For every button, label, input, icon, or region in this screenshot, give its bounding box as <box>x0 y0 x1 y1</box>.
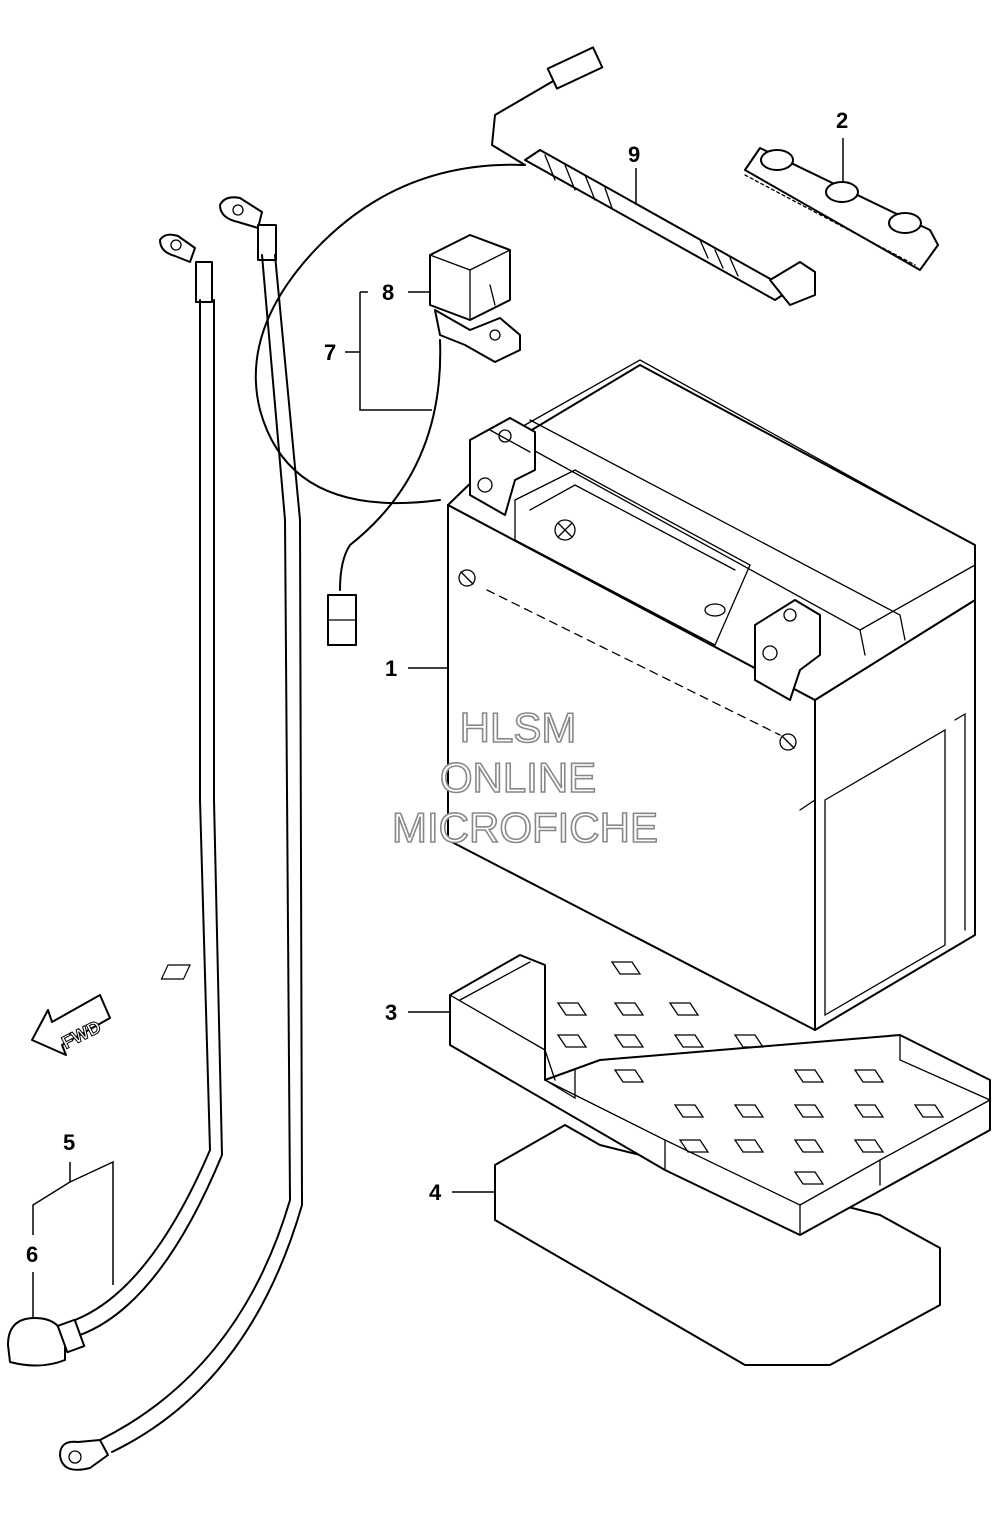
callout-6: 6 <box>26 1242 38 1267</box>
arrow-left-icon: FWD <box>31 994 111 1056</box>
battery-part-1[interactable] <box>447 359 976 1031</box>
battery-pad-part-4[interactable] <box>494 1124 941 1366</box>
watermark-line-3: MICROFICHE <box>392 804 658 851</box>
battery-cable-part-5[interactable] <box>74 233 223 1336</box>
callout-4: 4 <box>429 1180 442 1205</box>
callout-8: 8 <box>382 280 394 305</box>
tray-slots <box>160 961 945 1185</box>
watermark-line-2: ONLINE <box>440 754 596 801</box>
watermark: HLSM ONLINE MICROFICHE <box>391 703 659 852</box>
leader-lines <box>32 138 844 1318</box>
callout-1: 1 <box>385 656 397 681</box>
callout-5: 5 <box>63 1130 75 1155</box>
callout-7: 7 <box>324 340 336 365</box>
callout-3: 3 <box>385 1000 397 1025</box>
terminal-cover-part-6[interactable] <box>7 1317 86 1367</box>
callout-2: 2 <box>836 108 848 133</box>
callout-9: 9 <box>628 142 640 167</box>
callout-labels: 1 2 3 4 5 6 7 8 9 <box>26 108 848 1267</box>
relay-holder-part-7[interactable] <box>327 309 521 646</box>
terminal-bolt-plate-part-2[interactable] <box>744 147 939 271</box>
fuse-lead-part-9[interactable] <box>254 46 816 504</box>
battery-cable-positive[interactable] <box>59 196 303 1471</box>
watermark-line-1: HLSM <box>460 704 577 751</box>
battery-tray-part-3[interactable] <box>160 954 991 1236</box>
relay-part-8[interactable] <box>429 234 511 321</box>
